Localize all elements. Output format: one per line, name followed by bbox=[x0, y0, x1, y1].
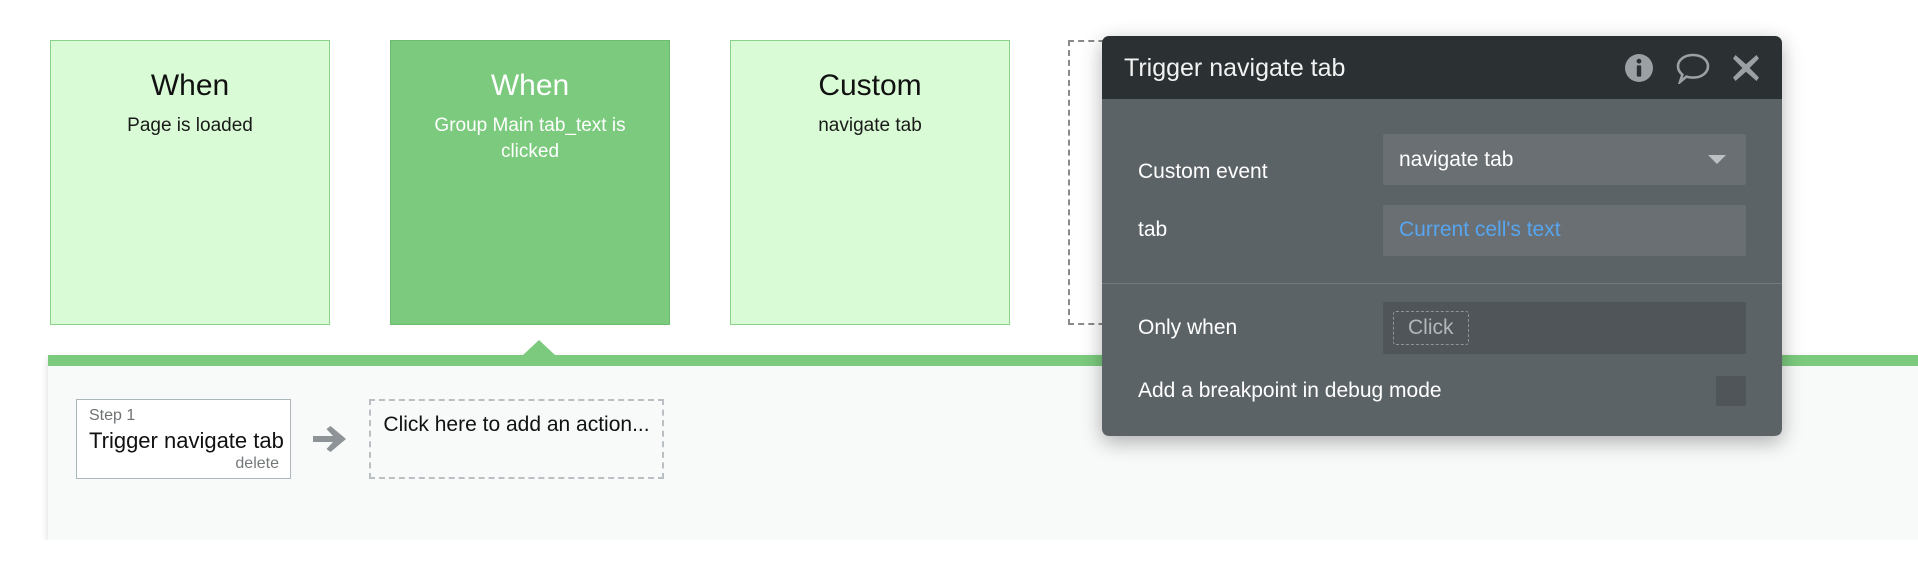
event-card-page-loaded[interactable]: When Page is loaded bbox=[50, 40, 330, 325]
step-delete-link[interactable]: delete bbox=[235, 455, 279, 472]
breakpoint-label: Add a breakpoint in debug mode bbox=[1138, 379, 1442, 402]
step-index-label: Step 1 bbox=[89, 407, 136, 424]
panel-accent-bar bbox=[48, 355, 1918, 366]
custom-event-select[interactable]: navigate tab bbox=[1383, 134, 1746, 185]
arrow-right-icon bbox=[313, 426, 347, 452]
custom-event-label: Custom event bbox=[1138, 160, 1268, 183]
field-row-tab: tab Current cell's text bbox=[1102, 191, 1782, 269]
close-icon[interactable] bbox=[1732, 54, 1760, 82]
event-card-description: Group Main tab_text is clicked bbox=[434, 115, 626, 162]
event-card-kind: When bbox=[150, 69, 230, 102]
event-card-kind: Custom bbox=[818, 69, 922, 102]
custom-event-value: navigate tab bbox=[1399, 147, 1514, 171]
event-card-description: Page is loaded bbox=[127, 115, 253, 136]
event-card-kind: When bbox=[490, 69, 570, 102]
only-when-placeholder: Click bbox=[1393, 311, 1469, 345]
chevron-down-icon bbox=[1708, 155, 1726, 164]
add-action-label: Click here to add an action... bbox=[383, 413, 650, 436]
only-when-label: Only when bbox=[1138, 316, 1238, 339]
property-editor-panel: Trigger navigate tab Custom event n bbox=[1102, 36, 1782, 436]
tab-dynamic-value: Current cell's text bbox=[1399, 218, 1561, 241]
comment-icon[interactable] bbox=[1676, 52, 1710, 84]
event-card-custom-event[interactable]: Custom navigate tab bbox=[730, 40, 1010, 325]
breakpoint-checkbox[interactable] bbox=[1716, 376, 1746, 406]
tab-value-input[interactable]: Current cell's text bbox=[1383, 204, 1746, 256]
property-editor-title: Trigger navigate tab bbox=[1124, 53, 1346, 82]
field-row-custom-event: Custom event navigate tab bbox=[1102, 99, 1782, 191]
property-editor-header[interactable]: Trigger navigate tab bbox=[1102, 36, 1782, 99]
property-editor-body: Custom event navigate tab tab Current ce… bbox=[1102, 99, 1782, 436]
step-title: Trigger navigate tab bbox=[89, 428, 284, 453]
field-row-only-when: Only when Click bbox=[1102, 284, 1782, 354]
event-card-description: navigate tab bbox=[818, 115, 922, 136]
editor-section-divider bbox=[1102, 283, 1782, 284]
step-box-1[interactable]: Step 1 Trigger navigate tab delete bbox=[76, 399, 291, 479]
page-footer bbox=[0, 540, 1918, 588]
info-icon[interactable] bbox=[1624, 53, 1654, 83]
tab-label: tab bbox=[1138, 218, 1168, 241]
field-row-breakpoint: Add a breakpoint in debug mode bbox=[1102, 354, 1782, 436]
panel-pointer-triangle bbox=[522, 340, 556, 356]
steps-row: Step 1 Trigger navigate tab delete Click… bbox=[76, 399, 664, 479]
event-card-tab-clicked[interactable]: When Group Main tab_text is clicked bbox=[390, 40, 670, 325]
only-when-input[interactable]: Click bbox=[1383, 302, 1746, 354]
add-action-button[interactable]: Click here to add an action... bbox=[369, 399, 664, 479]
